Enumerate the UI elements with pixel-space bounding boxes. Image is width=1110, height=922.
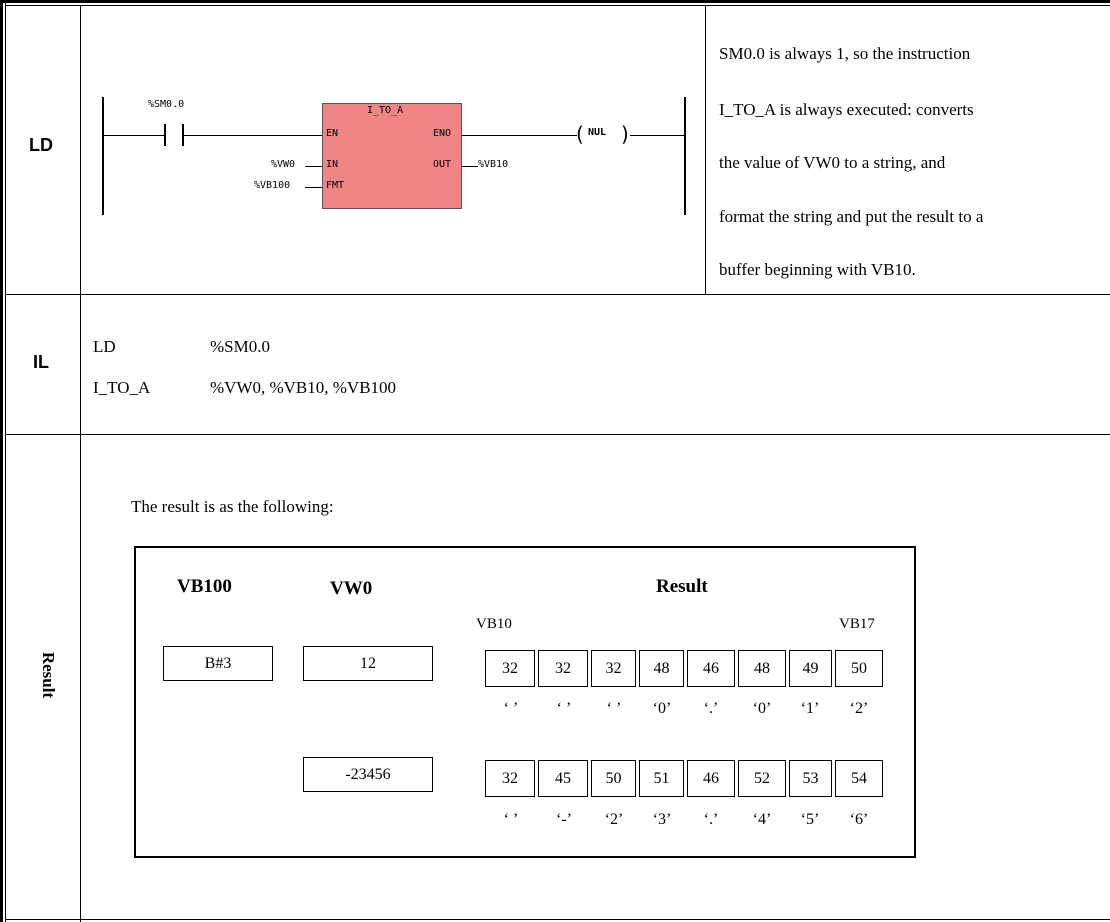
description-line-1: SM0.0 is always 1, so the instruction (719, 44, 971, 63)
char-label: ‘.’ (703, 700, 719, 717)
byte-cell: 46 (687, 650, 735, 687)
pin-en: EN (326, 128, 339, 139)
byte-cell: 49 (789, 650, 832, 687)
description-line-2: I_TO_A is always executed: converts (719, 100, 974, 119)
result-box (134, 546, 916, 858)
char-label: ‘-’ (556, 811, 572, 828)
vw0-value-box-1: 12 (303, 646, 433, 681)
byte-cell: 52 (738, 760, 786, 797)
char-label: ‘ ’ (556, 700, 572, 717)
char-label: ‘4’ (752, 811, 772, 828)
row-label-ld: LD (29, 135, 53, 155)
pin-eno: ENO (433, 128, 452, 139)
char-label: ‘6’ (849, 811, 869, 828)
char-label: ‘ ’ (503, 811, 519, 828)
contact-label: %SM0.0 (148, 99, 185, 110)
pin-out: OUT (433, 159, 452, 170)
i-to-a-block (322, 103, 462, 209)
byte-cell: 50 (835, 650, 883, 687)
coil-label: NUL (588, 127, 607, 138)
char-label: ‘ ’ (606, 700, 622, 717)
label-end-byte: VB17 (839, 616, 875, 632)
header-result: Result (656, 576, 708, 597)
fmt-operand: %VB100 (254, 180, 291, 191)
description-line-5: buffer beginning with VB10. (719, 260, 916, 279)
pin-in: IN (326, 159, 339, 170)
description-line-3: the value of VW0 to a string, and (719, 153, 946, 172)
char-label: ‘ ’ (503, 700, 519, 717)
vw0-value-box-2: -23456 (303, 757, 433, 792)
char-label: ‘0’ (752, 700, 772, 717)
il-line2-op: I_TO_A (93, 378, 151, 397)
byte-cell: 46 (687, 760, 735, 797)
il-line2-args: %VW0, %VB10, %VB100 (210, 378, 397, 397)
label-start-byte: VB10 (476, 616, 512, 632)
char-label: ‘1’ (800, 700, 820, 717)
block-title: I_TO_A (367, 105, 404, 116)
description-line-4: format the string and put the result to … (719, 207, 984, 226)
char-label: ‘2’ (849, 700, 869, 717)
char-label: ‘3’ (652, 811, 672, 828)
pin-fmt: FMT (326, 180, 345, 191)
char-label: ‘0’ (652, 700, 672, 717)
byte-cell: 51 (639, 760, 684, 797)
byte-cell: 54 (835, 760, 883, 797)
header-vb100: VB100 (177, 576, 232, 597)
il-line1-op: LD (93, 337, 116, 356)
byte-cell: 45 (538, 760, 588, 797)
byte-cell: 50 (591, 760, 636, 797)
byte-cell: 32 (591, 650, 636, 687)
il-line1-args: %SM0.0 (210, 337, 270, 356)
byte-cell: 32 (485, 760, 535, 797)
byte-cell: 32 (538, 650, 588, 687)
char-label: ‘2’ (604, 811, 624, 828)
out-operand: %VB10 (478, 159, 509, 170)
row-label-result: Result (39, 651, 58, 699)
char-label: ‘5’ (800, 811, 820, 828)
vb100-value-box: B#3 (163, 646, 273, 681)
header-vw0: VW0 (330, 578, 373, 599)
byte-cell: 48 (639, 650, 684, 687)
byte-cell: 53 (789, 760, 832, 797)
byte-cell: 48 (738, 650, 786, 687)
result-intro: The result is as the following: (131, 497, 334, 516)
row-label-il: IL (33, 352, 49, 372)
in-operand: %VW0 (271, 159, 296, 170)
byte-cell: 32 (485, 650, 535, 687)
char-label: ‘.’ (703, 811, 719, 828)
